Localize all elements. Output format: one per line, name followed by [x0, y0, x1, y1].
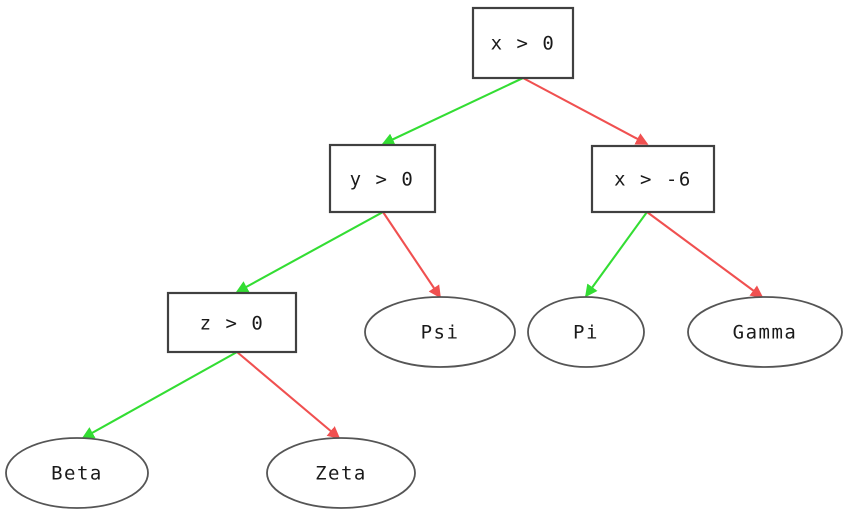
node-psi-shape[interactable]: [364, 296, 516, 368]
node-psi-label: Psi: [421, 322, 460, 344]
edge-left-to-psi-false: [382, 211, 441, 299]
node-root[interactable]: x > 0: [471, 6, 575, 80]
node-pi-shape[interactable]: [527, 296, 645, 368]
node-left-left-shape[interactable]: [166, 291, 298, 354]
node-psi[interactable]: Psi: [364, 296, 516, 368]
node-right-label: x > -6: [614, 169, 692, 191]
edge-root-to-left-true: [381, 77, 524, 146]
node-gamma[interactable]: Gamma: [687, 296, 843, 368]
node-left-label: y > 0: [350, 169, 415, 191]
node-root-shape[interactable]: [471, 6, 575, 80]
node-pi[interactable]: Pi: [527, 296, 645, 368]
node-left-shape[interactable]: [328, 143, 437, 214]
edge-right-to-gamma-false: [646, 211, 764, 298]
edge-group: [81, 77, 764, 440]
edge-leftleft-to-zeta-false: [236, 351, 341, 440]
node-beta[interactable]: Beta: [5, 437, 149, 509]
node-beta-label: Beta: [51, 463, 103, 485]
node-root-label: x > 0: [491, 33, 556, 55]
node-zeta-shape[interactable]: [266, 437, 416, 509]
node-gamma-shape[interactable]: [687, 296, 843, 368]
edge-leftleft-to-beta-true: [81, 351, 238, 439]
node-right-shape[interactable]: [590, 144, 716, 214]
node-gamma-label: Gamma: [733, 322, 798, 344]
edge-right-to-pi-true: [585, 211, 648, 298]
node-zeta-label: Zeta: [315, 463, 367, 485]
node-pi-label: Pi: [573, 322, 599, 344]
node-beta-shape[interactable]: [5, 437, 149, 509]
edge-root-to-right-false: [522, 77, 649, 145]
edge-left-to-leftleft-true: [235, 211, 384, 293]
node-left[interactable]: y > 0: [328, 143, 437, 214]
node-right[interactable]: x > -6: [590, 144, 716, 214]
node-left-left-label: z > 0: [200, 313, 265, 335]
node-zeta[interactable]: Zeta: [266, 437, 416, 509]
node-left-left[interactable]: z > 0: [166, 291, 298, 354]
